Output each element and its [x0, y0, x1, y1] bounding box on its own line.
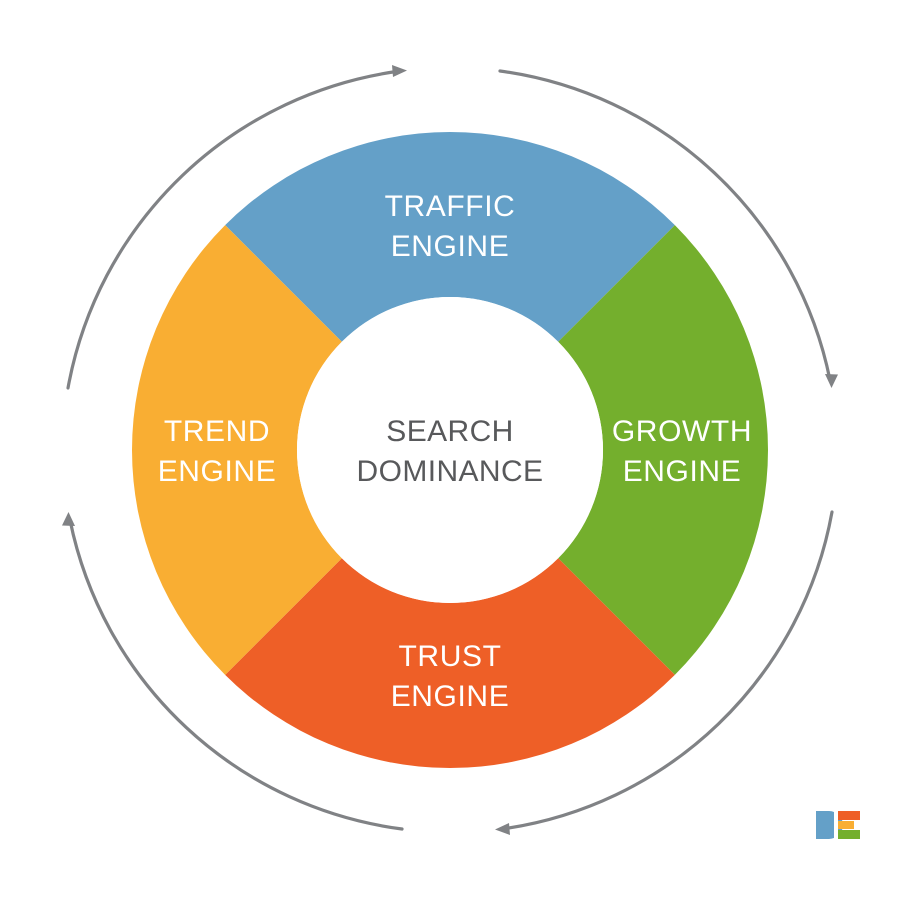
de-logo-e-top-bar [838, 811, 860, 820]
de-logo-separator [834, 805, 838, 845]
segment-growth-label-line2: ENGINE [623, 455, 742, 488]
arrow-right-path [498, 69, 832, 382]
center-label-line1: SEARCH [386, 415, 513, 448]
center-hub-circle [297, 297, 603, 603]
arrow-bottom-head [495, 823, 510, 835]
arrow-top-clockwise [66, 65, 407, 390]
arrow-left-head [62, 512, 75, 526]
de-logo-e-middle-bar [838, 821, 854, 829]
arrow-top-head [392, 65, 407, 77]
segment-trend-label-line2: ENGINE [158, 455, 277, 488]
segment-trust-label-line2: ENGINE [391, 680, 510, 713]
arrow-left-path [68, 518, 404, 831]
arrow-right-head [825, 374, 838, 388]
segment-trust-label-line1: TRUST [399, 640, 502, 673]
segment-trend-shape[interactable] [131, 225, 342, 675]
de-logo[interactable] [812, 805, 868, 845]
segment-trend-label-line1: TREND [164, 415, 270, 448]
segment-growth-label-line1: GROWTH [612, 415, 752, 448]
segment-traffic-label-line1: TRAFFIC [385, 190, 516, 223]
arrow-bottom-clockwise [495, 510, 834, 835]
segment-growth-shape[interactable] [558, 225, 769, 675]
center-label-line2: DOMINANCE [357, 455, 544, 488]
segment-traffic-label-line2: ENGINE [391, 230, 510, 263]
center-hub: SEARCH DOMINANCE [297, 297, 603, 603]
arrow-bottom-path [500, 510, 834, 831]
arrow-right-clockwise [498, 69, 838, 388]
segment-traffic[interactable]: TRAFFIC ENGINE [225, 131, 675, 342]
rotation-arrows [62, 65, 838, 835]
segment-trust[interactable]: TRUST ENGINE [225, 558, 675, 769]
segment-traffic-shape[interactable] [225, 131, 675, 342]
segment-trust-shape[interactable] [225, 558, 675, 769]
de-logo-e-bottom-bar [838, 830, 860, 839]
segment-trend[interactable]: TREND ENGINE [131, 225, 342, 675]
segment-growth[interactable]: GROWTH ENGINE [558, 225, 769, 675]
arrow-left-clockwise [62, 512, 404, 831]
arrow-top-path [66, 69, 402, 390]
